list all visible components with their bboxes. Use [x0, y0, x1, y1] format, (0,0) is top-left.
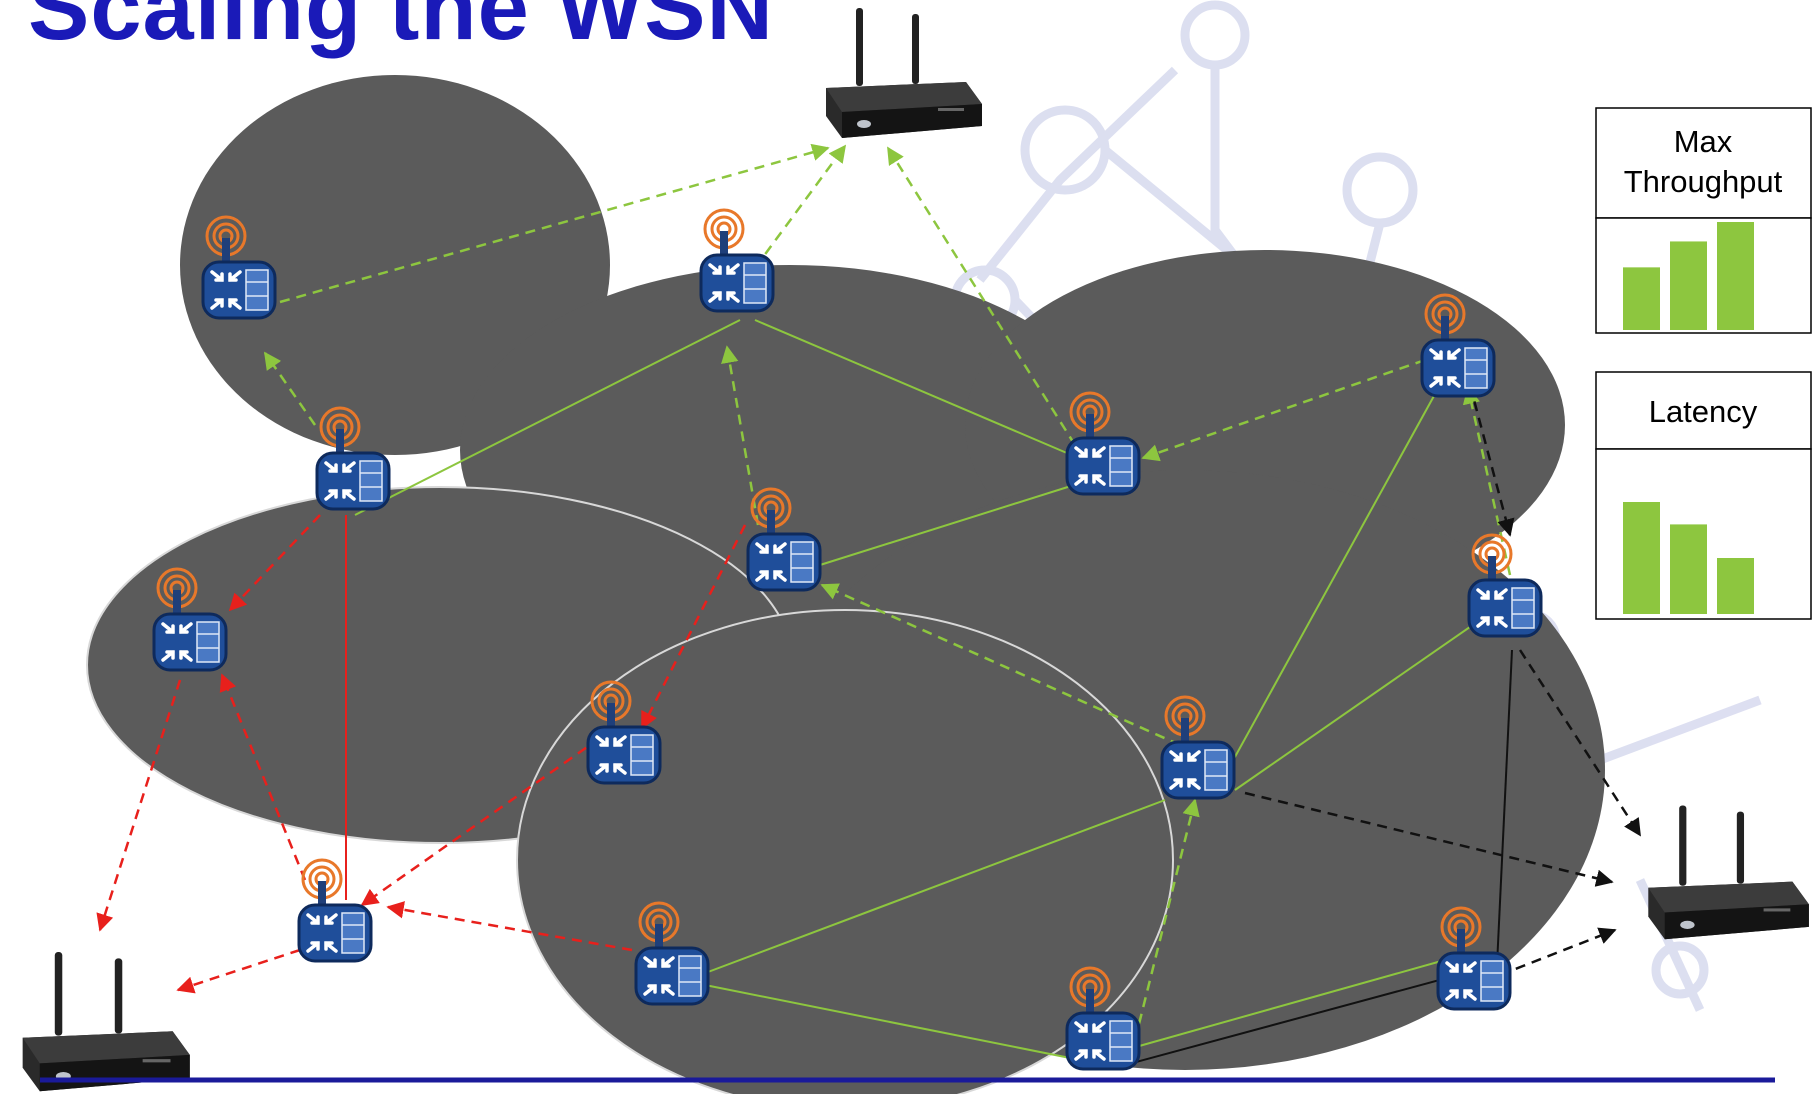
gateway-router-right [1648, 805, 1809, 940]
black-arrow [1499, 927, 1617, 977]
gateway-router-bottom-left [22, 952, 190, 1092]
red-arrow [176, 948, 301, 994]
throughput-bar-2 [1670, 241, 1707, 330]
legend-latency: Latency [1595, 371, 1812, 620]
green-arrow [721, 345, 760, 526]
black-arrow [1468, 384, 1515, 537]
latency-bar-3 [1717, 558, 1754, 614]
gateway-router-top [826, 8, 982, 138]
red-arrow [360, 736, 601, 907]
green-arrow [886, 146, 1077, 446]
latency-bar-1 [1623, 502, 1660, 614]
latency-label: Latency [1649, 394, 1758, 429]
throughput-bar-1 [1623, 267, 1660, 330]
throughput-label-box [1595, 107, 1812, 219]
green-link [754, 319, 1096, 466]
dashed-links [96, 143, 1642, 1041]
green-arrow [263, 351, 317, 426]
slide-title: Scaling the WSN [28, 0, 774, 59]
black-link [1124, 964, 1496, 1066]
sensor-node-icon [699, 208, 775, 313]
black-link [1496, 649, 1513, 966]
black-arrow [1518, 649, 1642, 837]
green-arrow [279, 143, 830, 304]
throughput-bar-3 [1717, 222, 1754, 330]
red-arrow [228, 514, 321, 612]
green-link [1234, 619, 1481, 791]
green-link [704, 984, 1081, 1061]
green-arrow [1462, 386, 1512, 576]
green-link [1124, 959, 1446, 1051]
latency-label-box [1595, 371, 1812, 450]
green-arrow [1133, 798, 1200, 1041]
throughput-label-line2: Throughput [1624, 164, 1783, 199]
green-link [1224, 384, 1441, 776]
green-link [699, 799, 1166, 976]
legend-max-throughput: Max Throughput [1595, 107, 1812, 334]
red-arrow [219, 673, 307, 881]
green-arrow [820, 583, 1181, 747]
green-arrow [733, 144, 847, 296]
latency-bars [1623, 502, 1754, 614]
red-arrow [96, 679, 182, 932]
solid-links [345, 319, 1513, 1066]
red-arrow [386, 901, 633, 952]
black-arrow [1244, 791, 1614, 887]
green-link [819, 479, 1091, 566]
sensor-node-icon [297, 858, 373, 963]
latency-bar-2 [1670, 524, 1707, 614]
red-arrow [640, 524, 747, 730]
throughput-label-line1: Max [1674, 124, 1733, 159]
throughput-bars [1623, 222, 1754, 330]
green-link [354, 319, 741, 516]
